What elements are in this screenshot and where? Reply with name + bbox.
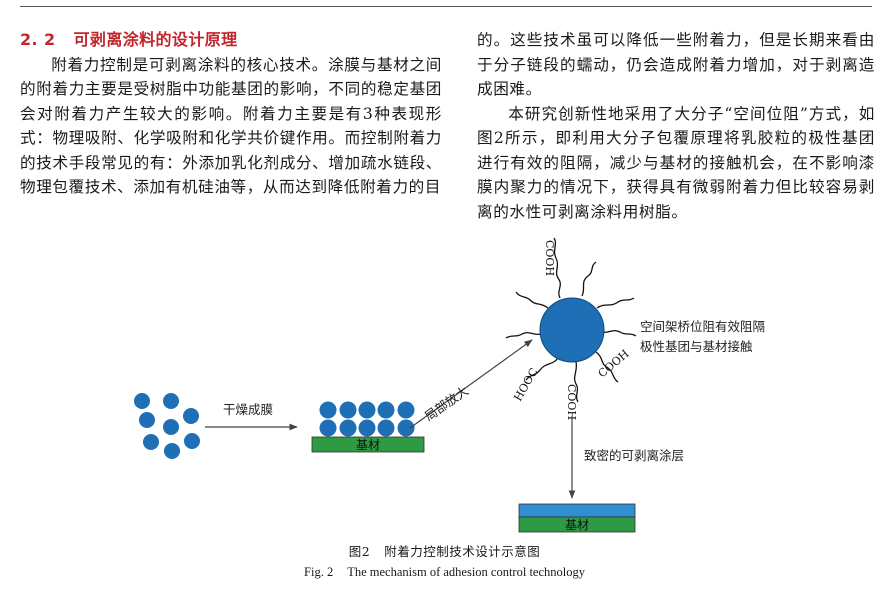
figure-title-en: The mechanism of adhesion control techno… — [347, 565, 585, 579]
latex-particle — [539, 297, 605, 363]
particle — [134, 393, 150, 409]
packed-particles — [319, 401, 415, 437]
figure-title-cn: 附着力控制技术设计示意图 — [384, 544, 541, 559]
right-paragraph: 本研究创新性地采用了大分子“空间位阻”方式，如图2所示，即利用大分子包覆原理将乳… — [477, 104, 875, 221]
dry-film-label: 干燥成膜 — [223, 402, 273, 417]
zoomed-particle: COOH COOH COOH HOOC — [505, 237, 637, 420]
right-column: 的。这些技术虽可以降低一些附着力，但是长期来看由于分子链段的蠕动，仍会造成附着力… — [477, 28, 875, 224]
annotation-line1: 空间架桥位阻有效阻隔 — [640, 319, 765, 334]
substrate-label: 基材 — [356, 438, 380, 452]
polymer-chains — [505, 237, 637, 403]
figure-label-cn: 图2 — [348, 544, 371, 559]
particle — [163, 419, 179, 435]
section-heading: 2. 2 可剥离涂料的设计原理 — [20, 28, 442, 53]
cooh-label-top: COOH — [543, 240, 556, 276]
section-title: 可剥离涂料的设计原理 — [73, 30, 238, 49]
figure-caption-en: Fig. 2 The mechanism of adhesion control … — [0, 565, 889, 580]
substrate-block-bottom — [518, 516, 636, 533]
figure-label-en: Fig. 2 — [304, 565, 334, 579]
figure-caption-cn: 图2 附着力控制技术设计示意图 — [0, 541, 889, 560]
cooh-label-bottom: COOH — [565, 384, 578, 420]
substrate-label-bottom: 基材 — [565, 518, 589, 532]
particle — [164, 443, 180, 459]
dense-coating-label: 致密的可剥离涂层 — [584, 448, 684, 463]
zoom-label: 局部放大 — [422, 383, 472, 424]
left-column: 2. 2 可剥离涂料的设计原理 附着力控制是可剥离涂料的核心技术。涂膜与基材之间的… — [20, 28, 442, 200]
right-paragraph-continued: 的。这些技术虽可以降低一些附着力，但是长期来看由于分子链段的蠕动，仍会造成附着力… — [477, 31, 875, 98]
left-paragraph: 附着力控制是可剥离涂料的核心技术。涂膜与基材之间的附着力主要是受树脂中功能基团的… — [20, 55, 442, 197]
particle — [183, 408, 199, 424]
loose-particles — [134, 393, 200, 459]
particle — [163, 393, 179, 409]
particle — [143, 434, 159, 450]
top-rule — [20, 6, 872, 7]
zoom-arrow — [409, 339, 533, 429]
particle — [139, 412, 155, 428]
section-number: 2. 2 — [20, 30, 56, 49]
dense-coating-layer — [518, 503, 636, 518]
substrate-block — [311, 436, 425, 453]
hooc-label: HOOC — [511, 366, 540, 404]
annotation-line2: 极性基团与基材接触 — [640, 339, 753, 354]
particle — [184, 433, 200, 449]
